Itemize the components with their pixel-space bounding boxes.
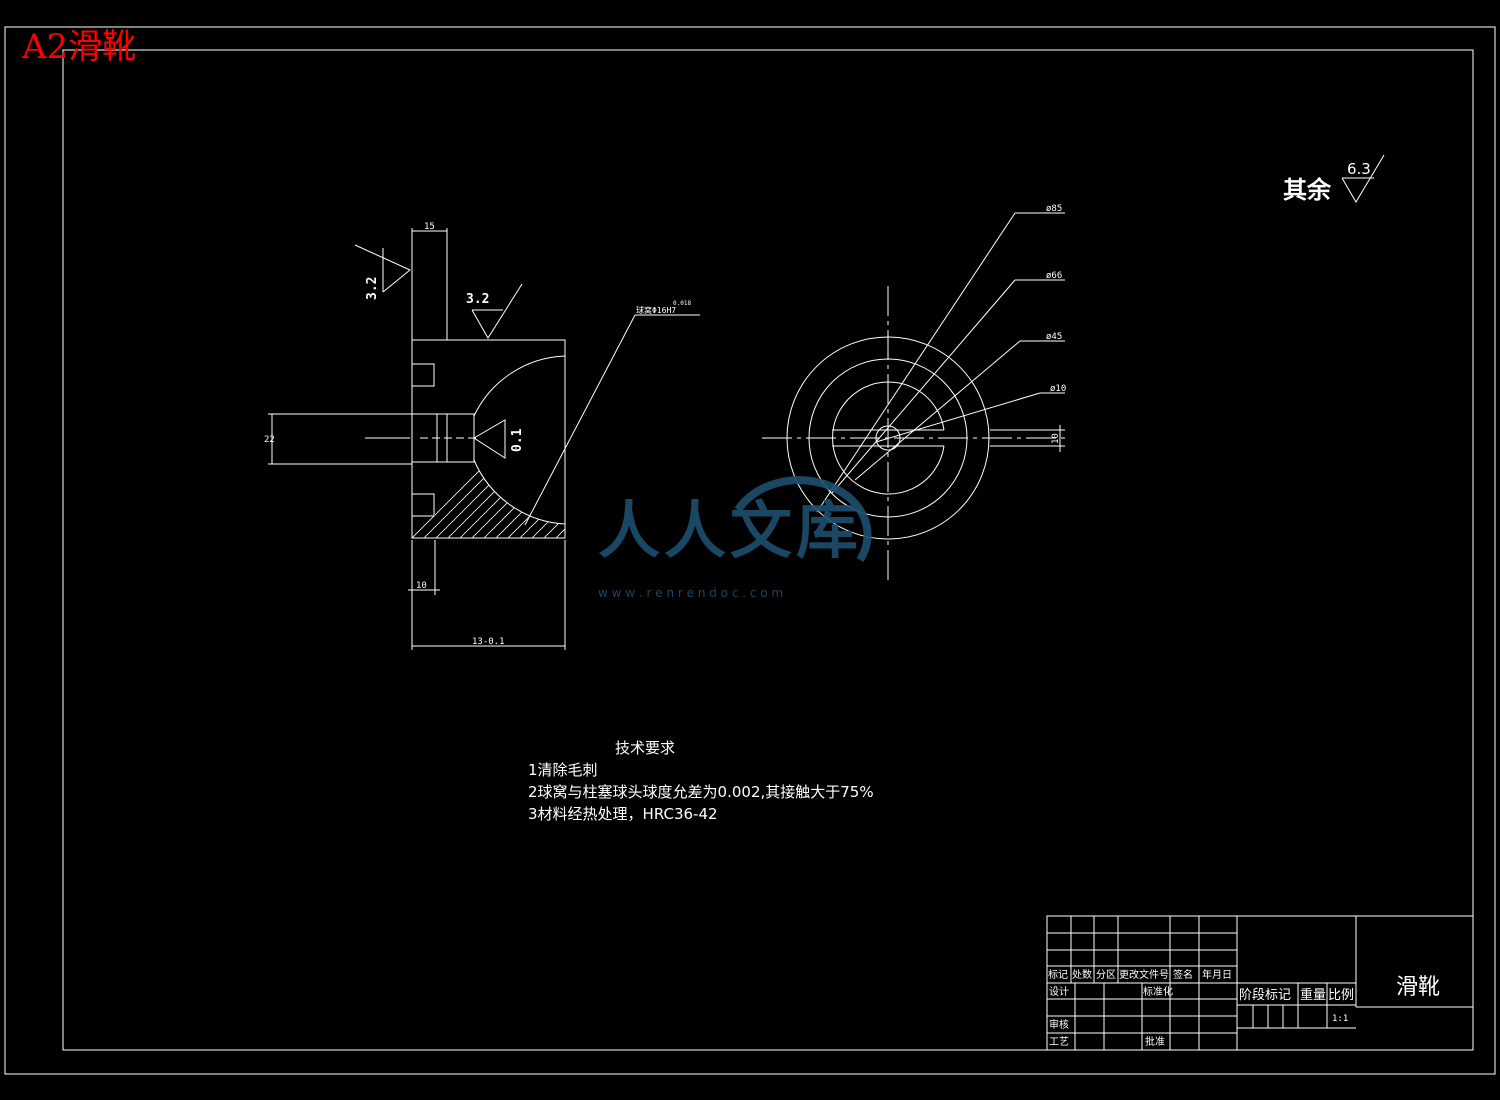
- title-block-design: 设计: [1049, 985, 1069, 998]
- roughness-default-value: 6.3: [1347, 160, 1371, 178]
- section-hatching: [412, 340, 565, 538]
- tech-req-item-2: 2球窝与柱塞球头球度允差为0.002,其接触大于75%: [528, 783, 874, 801]
- outer-border: [4, 26, 1496, 1075]
- default-roughness-symbol: 其余 6.3: [1283, 154, 1385, 204]
- title-block-header-mark: 标记: [1048, 969, 1068, 981]
- dim-mid-diameter: ø66: [1046, 271, 1062, 281]
- title-block-stage-mark: 阶段标记: [1239, 988, 1291, 1003]
- title-block-approve: 批准: [1145, 1035, 1165, 1048]
- title-block-review: 审核: [1049, 1018, 1069, 1031]
- dim-step: 10: [416, 581, 427, 591]
- dim-height: 22: [264, 435, 275, 445]
- title-block: 标记 处数 分区 更改文件号 签名 年月日 设计 标准化 审核 工艺 批准 阶段…: [1046, 915, 1474, 1051]
- title-block-weight: 重量: [1300, 987, 1326, 1003]
- dim-top-width: 15: [424, 222, 435, 232]
- watermark: 人人文库 w w w . r e n r e n d o c . c o m: [598, 476, 872, 600]
- watermark-swoosh: [734, 476, 872, 563]
- sheet-label: A2滑靴: [21, 27, 136, 67]
- tech-req-item-3: 3材料经热处理，HRC36-42: [528, 805, 718, 823]
- dim-inner-diameter: ø45: [1046, 332, 1062, 342]
- title-block-header-zone: 分区: [1096, 969, 1116, 981]
- title-block-header-date: 年月日: [1202, 968, 1232, 981]
- tech-req-title: 技术要求: [615, 739, 675, 757]
- watermark-brand: 人人文库: [598, 494, 862, 567]
- inner-border: [62, 49, 1474, 1051]
- title-block-part-name: 滑靴: [1396, 975, 1440, 1000]
- roughness-default-prefix: 其余: [1283, 176, 1332, 204]
- title-block-header-change-doc: 更改文件号: [1119, 968, 1169, 981]
- title-block-scale: 1:1: [1332, 1014, 1348, 1024]
- title-block-header-count: 处数: [1072, 968, 1092, 981]
- roughness-face-left-value: 3.2: [365, 277, 380, 300]
- dim-overall: 13-0.1: [472, 637, 505, 647]
- title-block-standardize: 标准化: [1143, 985, 1173, 998]
- dim-outer-diameter: ø85: [1046, 204, 1062, 214]
- dim-slot-width: 10: [1051, 433, 1061, 444]
- roughness-face-top: 3.2: [466, 283, 523, 339]
- watermark-url: w w w . r e n r e n d o c . c o m: [598, 586, 783, 600]
- technical-requirements: 技术要求 1清除毛刺 2球窝与柱塞球头球度允差为0.002,其接触大于75% 3…: [528, 739, 874, 823]
- title-block-header-signature: 签名: [1173, 968, 1193, 981]
- roughness-face-left: 3.2: [354, 244, 411, 300]
- roughness-sphere: 0.1: [473, 419, 525, 459]
- end-view: 10 ø85 ø66 ø45 ø10: [762, 204, 1066, 585]
- title-block-process: 工艺: [1049, 1036, 1069, 1048]
- dim-hole-diameter: ø10: [1050, 384, 1066, 394]
- roughness-face-top-value: 3.2: [466, 292, 489, 307]
- fit-note: 球窝Φ16H7: [636, 305, 676, 315]
- tech-req-item-1: 1清除毛刺: [528, 761, 598, 779]
- roughness-sphere-value: 0.1: [510, 428, 525, 452]
- fit-tolerance: 0.018: [673, 300, 691, 307]
- title-block-scale-label: 比例: [1328, 988, 1354, 1003]
